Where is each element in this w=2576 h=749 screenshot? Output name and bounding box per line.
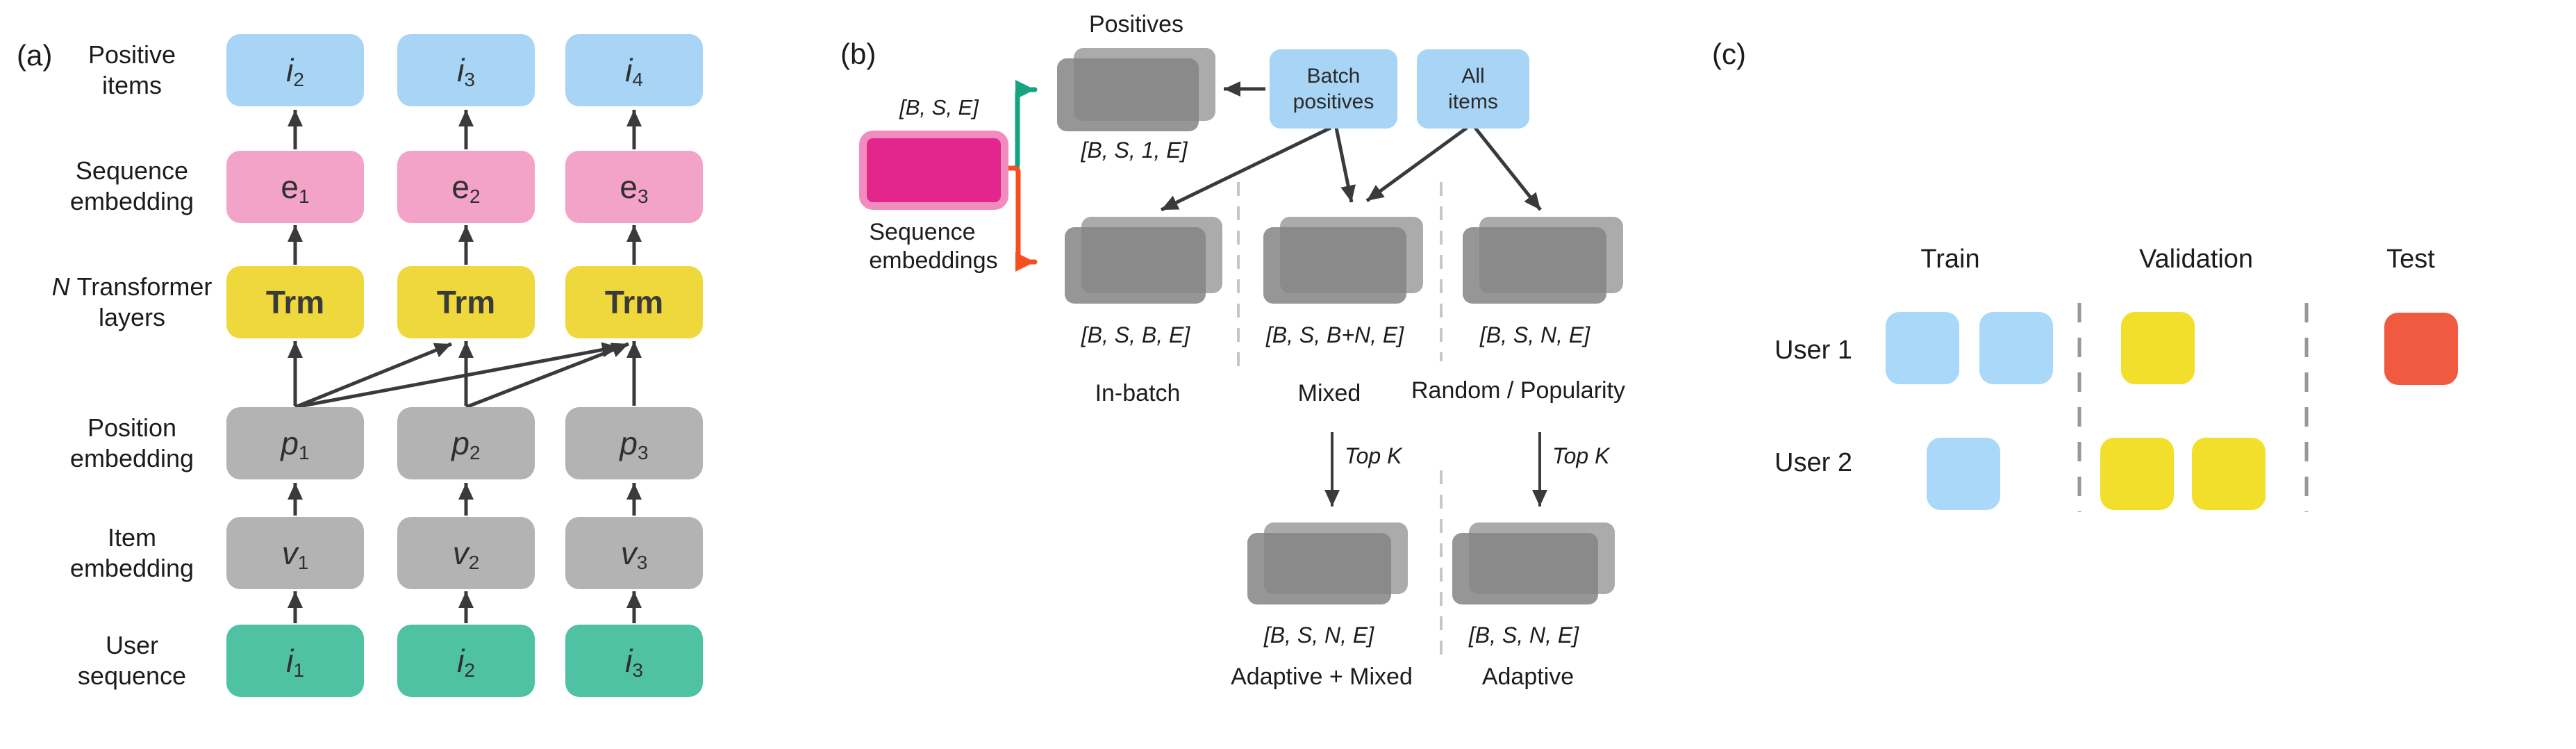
in-batch-label: In-batch — [1095, 380, 1181, 406]
batch-positives-box: Batch positives — [1270, 49, 1397, 129]
random-popularity-stack — [1463, 227, 1606, 304]
sequence-embeddings-box — [859, 131, 1008, 210]
random-popularity-label: Random / Popularity — [1411, 377, 1626, 404]
row-label-positive-items: Positive items — [88, 40, 176, 99]
mixed-label: Mixed — [1297, 380, 1361, 406]
user1-train-item-2 — [1979, 312, 2053, 384]
panel-b-tag: (b) — [840, 38, 876, 70]
adaptive-mixed-dim: [B, S, N, E] — [1263, 623, 1374, 648]
user1-validation-item-1 — [2121, 312, 2195, 384]
orange-negatives-arrow — [1006, 165, 1038, 272]
positives-dim: [B, S, 1, E] — [1081, 138, 1188, 163]
in-batch-stack — [1065, 227, 1206, 304]
row-label-position-embedding: Position embedding — [69, 413, 194, 472]
green-positives-arrow — [1006, 80, 1038, 171]
box-transformer-1: Trm — [226, 266, 364, 338]
top-k-arrows — [1324, 432, 1547, 507]
random-popularity-dim: [B, S, N, E] — [1479, 322, 1590, 347]
train-header: Train — [1920, 245, 1980, 274]
adaptive-label: Adaptive — [1481, 664, 1574, 690]
sequence-embeddings-dim: [B, S, E] — [899, 95, 979, 120]
user1-test-item-1 — [2384, 313, 2458, 385]
panel-b-arrows — [1160, 81, 1542, 212]
row-label-sequence-embedding: Sequence embedding — [69, 156, 194, 215]
test-header: Test — [2386, 245, 2435, 274]
top-k-label-left: Top K — [1345, 443, 1402, 468]
positives-stack — [1057, 58, 1199, 131]
sequence-embeddings-label: Sequence embeddings — [869, 219, 998, 274]
panel-b-dashed-separators — [1237, 182, 1443, 657]
user1-train-item-1 — [1886, 312, 1959, 384]
user-1-label: User 1 — [1775, 336, 1852, 365]
box-transformer-3: Trm — [565, 266, 703, 338]
user2-train-item-1 — [1927, 438, 2000, 510]
adaptive-dim: [B, S, N, E] — [1468, 623, 1579, 648]
panel-c-tag: (c) — [1712, 38, 1746, 70]
mixed-stack — [1263, 227, 1406, 304]
user2-validation-item-1 — [2100, 438, 2174, 510]
row-label-user-sequence: User sequence — [77, 631, 187, 690]
in-batch-dim: [B, S, B, E] — [1081, 322, 1190, 347]
row-label-item-embedding: Item embedding — [69, 523, 194, 582]
validation-header: Validation — [2138, 245, 2254, 274]
panel-a-attention-arrows — [294, 342, 629, 409]
panel-a-vertical-arrows — [288, 110, 642, 623]
adaptive-stack — [1452, 533, 1598, 604]
top-k-label-right: Top K — [1552, 443, 1610, 468]
box-transformer-2: Trm — [397, 266, 535, 338]
adaptive-mixed-stack — [1247, 533, 1391, 604]
user2-validation-item-2 — [2192, 438, 2266, 510]
positives-title: Positives — [1088, 11, 1184, 38]
user-2-label: User 2 — [1775, 448, 1852, 477]
panel-c-dashed-separators — [2077, 303, 2309, 512]
adaptive-mixed-label: Adaptive + Mixed — [1231, 664, 1413, 690]
mixed-dim: [B, S, B+N, E] — [1265, 322, 1404, 347]
panel-a-tag: (a) — [17, 39, 53, 72]
all-items-box: All items — [1417, 49, 1529, 129]
row-label-transformer-layers: N Transformer layers — [51, 272, 213, 331]
